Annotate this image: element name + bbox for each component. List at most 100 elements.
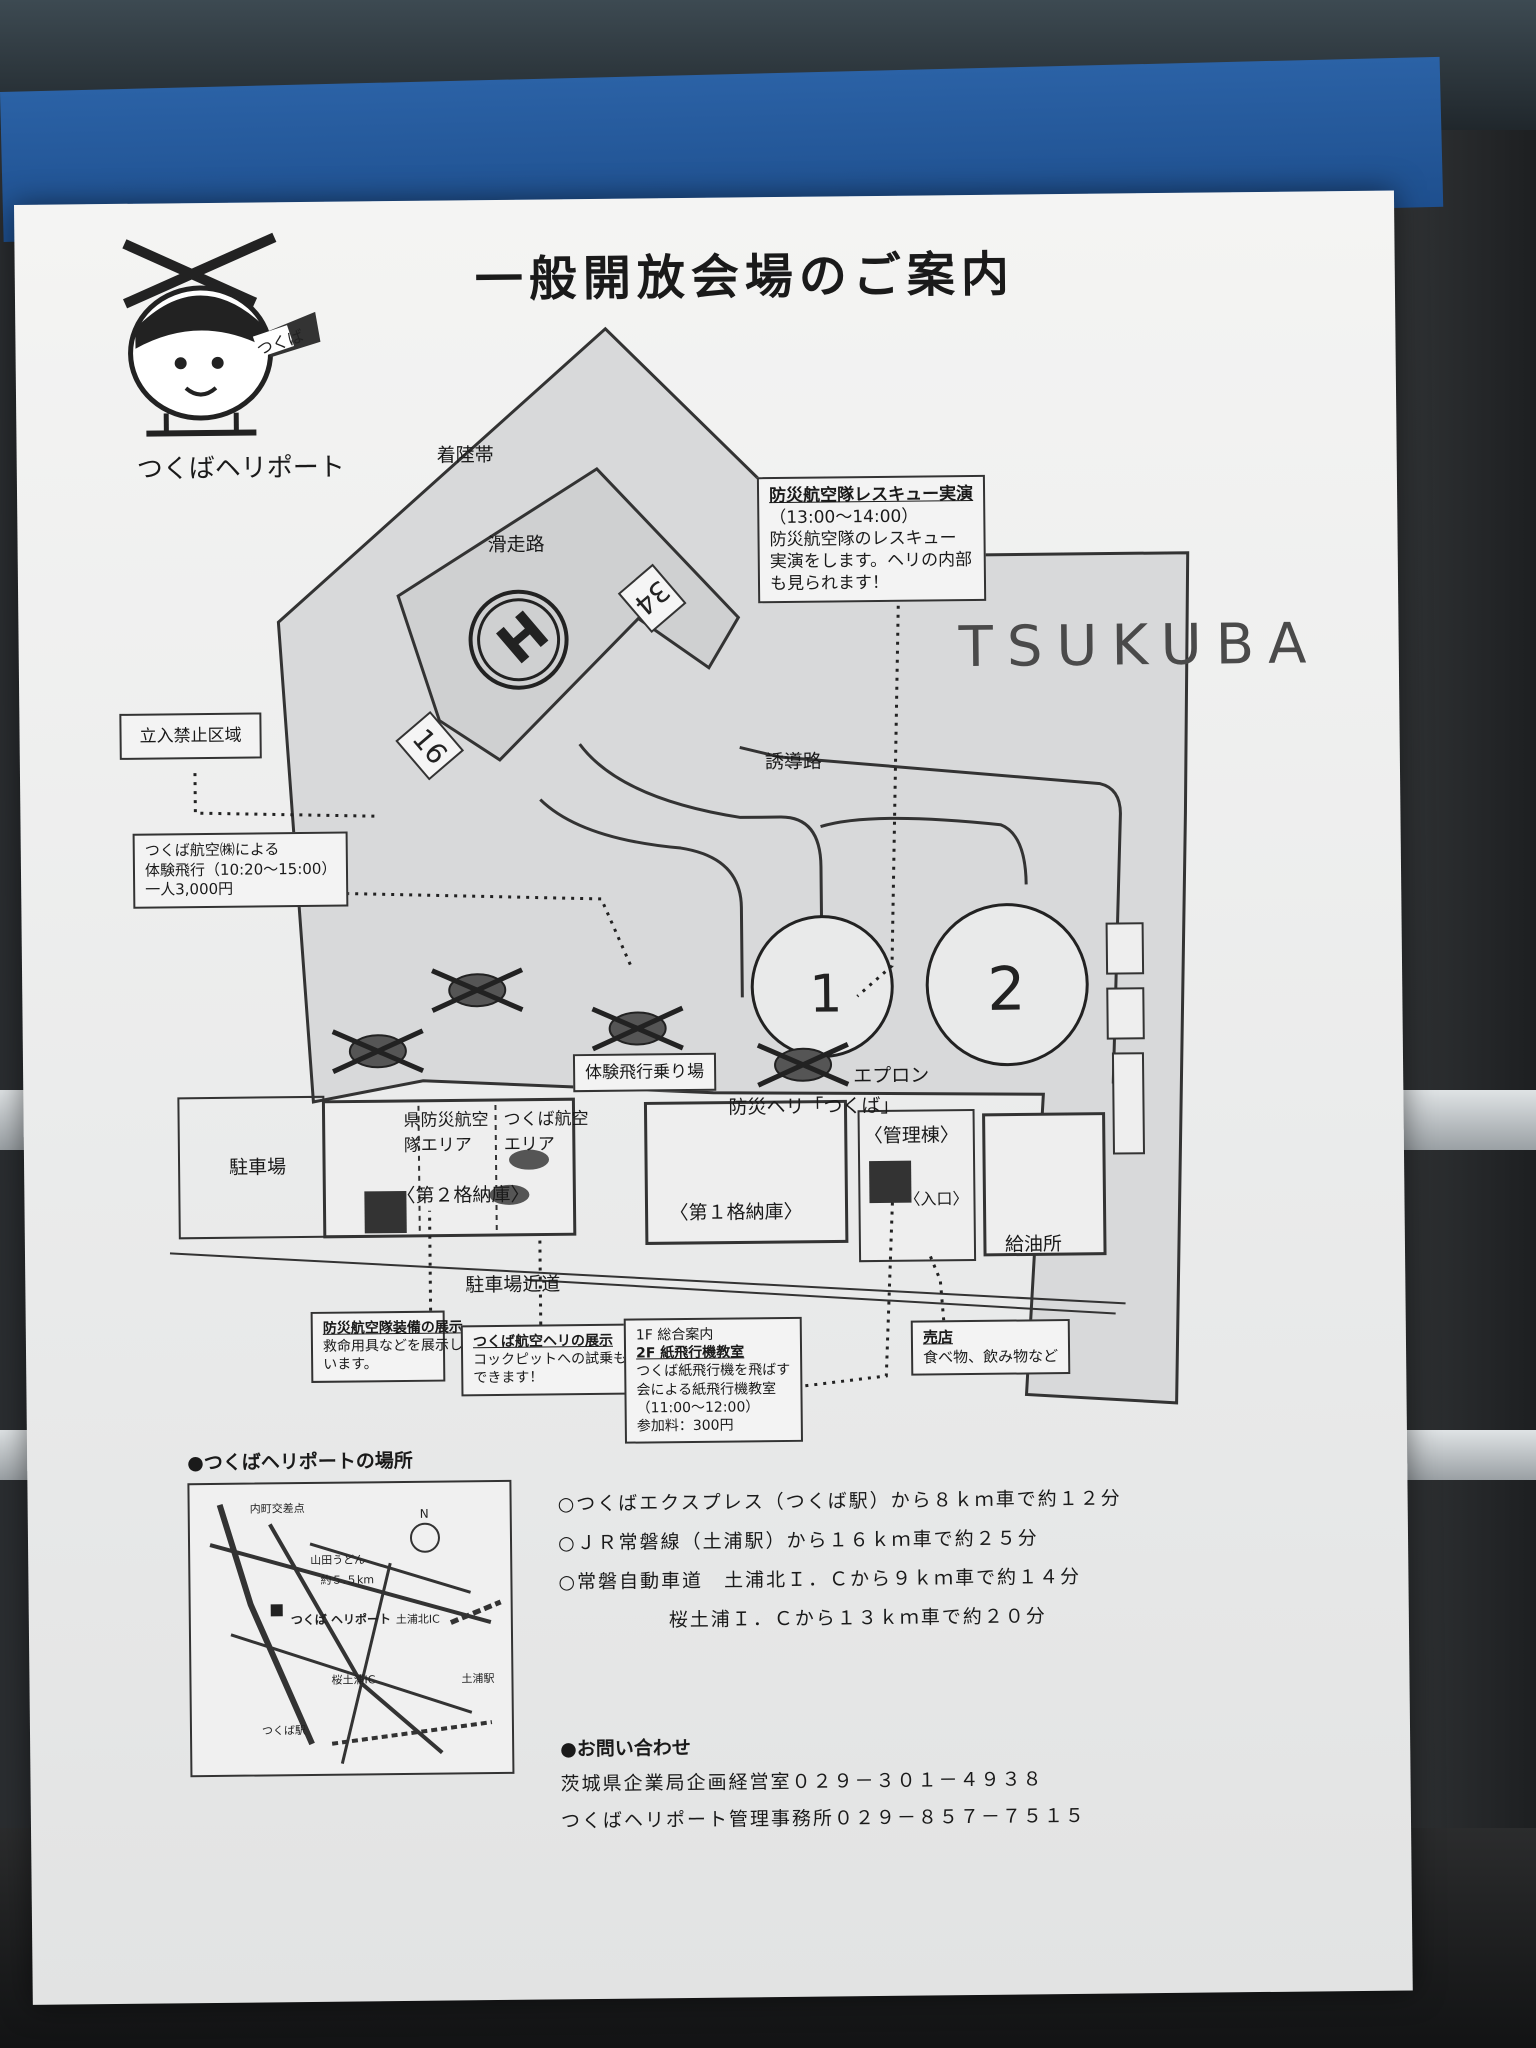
restricted-label: 立入禁止区域 bbox=[139, 725, 242, 747]
route-from: 桜土浦Ｉ．Ｃから bbox=[668, 1607, 837, 1632]
contact-row: つくばヘリポート管理事務所 ０２９－８５７－７５１５ bbox=[560, 1802, 1086, 1833]
route-time: 車で約２０分 bbox=[920, 1605, 1047, 1629]
helicopter-icons bbox=[331, 967, 850, 1088]
route-row: ○常磐自動車道 土浦北Ｉ．Ｃから ９ｋｍ 車で約１４分 bbox=[558, 1563, 1081, 1595]
contact-row: 茨城県企業局企画経営室 ０２９－３０１－４９３８ bbox=[560, 1765, 1043, 1796]
helipad-circle bbox=[468, 589, 569, 690]
heli-exhibit-line2: できます！ bbox=[473, 1369, 544, 1387]
map-label-uchimachi: 内町交差点 bbox=[250, 1501, 305, 1516]
flight-line2: 体験飛行（10:20～15:00） bbox=[144, 859, 337, 880]
heli-tsukuba-label: 防災ヘリ「つくば」 bbox=[728, 1094, 900, 1119]
admin-label: 〈管理棟〉 bbox=[863, 1124, 959, 1148]
admin-time: （11:00～12:00） bbox=[636, 1399, 760, 1417]
runway-34-box bbox=[617, 563, 687, 634]
map-label-tsuchiura-kita: 土浦北IC bbox=[396, 1613, 440, 1626]
flight-experience-box: つくば航空㈱による 体験飛行（10:20～15:00） 一人3,000円 bbox=[132, 831, 349, 909]
hangar-1-label: 〈第１格納庫〉 bbox=[669, 1200, 803, 1225]
route-row: 桜土浦Ｉ．Ｃから １３ｋｍ 車で約２０分 bbox=[559, 1602, 1047, 1634]
equipment-head: 防災航空隊装備の展示 bbox=[322, 1319, 463, 1337]
contact-tel: ０２９－３０１－４９３８ bbox=[791, 1768, 1044, 1793]
route-from: ○常磐自動車道 土浦北Ｉ．Ｃから bbox=[558, 1567, 893, 1594]
heli-exhibit-box: つくば航空ヘリの展示 コックピットへの試乗も できます！ bbox=[460, 1323, 640, 1396]
map-label-heliport: つくば ヘリポート bbox=[291, 1611, 391, 1627]
spot-2-circle bbox=[925, 903, 1089, 1067]
pointer-lines bbox=[193, 605, 946, 1389]
route-time: 車で約１２分 bbox=[995, 1487, 1122, 1511]
contact-tel: ０２９－８５７－７５１５ bbox=[833, 1804, 1087, 1830]
heli-exhibit-line1: コックピットへの試乗も bbox=[473, 1350, 628, 1369]
rescue-line1: 防災航空隊のレスキュー bbox=[769, 528, 957, 551]
route-row: ○ＪＲ常磐線（土浦駅）から １６ｋｍ 車で約２５分 bbox=[557, 1524, 1039, 1556]
route-time: 車で約２５分 bbox=[912, 1527, 1039, 1551]
toilet-icon bbox=[364, 1190, 407, 1234]
equipment-exhibit-box: 防災航空隊装備の展示 救命用具などを展示して います。 bbox=[310, 1310, 477, 1383]
admin-info-box: 1F 総合案内 2F 紙飛行機教室 つくば紙飛行機を飛ばす 会による紙飛行機教室… bbox=[623, 1316, 803, 1444]
flight-line1: つくば航空㈱による bbox=[144, 840, 280, 860]
admin-f1: 1F 総合案内 bbox=[635, 1326, 714, 1344]
rescue-time: （13:00～14:00） bbox=[769, 506, 919, 529]
heliport-marker-icon bbox=[270, 1604, 283, 1617]
equipment-line2: います。 bbox=[323, 1356, 378, 1374]
route-from: ○つくばエクスプレス（つくば駅）から bbox=[557, 1489, 933, 1516]
runway-label: 滑走路 bbox=[487, 533, 545, 557]
admin-f2-head: 2F 紙飛行機教室 bbox=[635, 1344, 745, 1362]
map-label-tsuchiura-eki: 土浦駅 bbox=[461, 1672, 494, 1685]
admin-block bbox=[857, 1108, 977, 1263]
map-label-sakura: 桜土浦IC bbox=[331, 1672, 375, 1686]
north-label: N bbox=[420, 1507, 429, 1521]
route-list: ○つくばエクスプレス（つくば駅）から ８ｋｍ 車で約１２分 ○ＪＲ常磐線（土浦駅… bbox=[557, 1485, 1122, 1634]
pref-area-label: 県防災航空 隊エリア bbox=[403, 1110, 489, 1156]
taxiway-label: 誘導路 bbox=[764, 750, 823, 774]
landing-zone-label: 着陸帯 bbox=[436, 443, 494, 467]
route-row: ○つくばエクスプレス（つくば駅）から ８ｋｍ 車で約１２分 bbox=[557, 1485, 1122, 1517]
entrance-label: 〈入口〉 bbox=[904, 1189, 969, 1209]
helicopter-mascot-logo: つくば bbox=[122, 232, 321, 437]
heli-exhibit-head: つくば航空ヘリの展示 bbox=[472, 1332, 614, 1351]
location-map-box: N 内町交差点 山田うどん 約５.５km つくば ヘリポート 土浦北IC 土浦駅… bbox=[187, 1479, 515, 1778]
compass-icon bbox=[409, 1522, 440, 1553]
admin-fee: 参加料：300円 bbox=[636, 1417, 734, 1435]
fuel-block bbox=[982, 1112, 1107, 1257]
admin-line2: 会による紙飛行機教室 bbox=[636, 1380, 777, 1399]
route-distance: １６ｋｍ bbox=[828, 1528, 913, 1552]
route-time: 車で約１４分 bbox=[954, 1565, 1082, 1590]
rescue-line3: も見られます！ bbox=[769, 573, 890, 595]
shop-box: 売店 食べ物、飲み物など bbox=[910, 1319, 1071, 1376]
apron-label: エプロン bbox=[853, 1064, 930, 1088]
route-distance: ８ｋｍ bbox=[932, 1488, 996, 1512]
map-label-tsukuba-eki: つくば駅 bbox=[262, 1724, 306, 1737]
boarding-box: 体験飛行乗り場 bbox=[572, 1052, 717, 1093]
contact-org: 茨城県企業局企画経営室 bbox=[560, 1770, 792, 1796]
poster: 一般開放会場のご案内 つくば つくばヘリポート H 34 16 bbox=[14, 190, 1413, 2005]
route-from: ○ＪＲ常磐線（土浦駅）から bbox=[557, 1529, 829, 1555]
tsukuba-area-label: つくば航空 エリア bbox=[503, 1109, 589, 1155]
admin-line1: つくば紙飛行機を飛ばす bbox=[636, 1362, 791, 1380]
route-distance: １３ｋｍ bbox=[836, 1606, 921, 1630]
contact-heading: ●お問い合わせ bbox=[560, 1736, 691, 1761]
hangar-1-block bbox=[643, 1099, 849, 1245]
restricted-area-box: 立入禁止区域 bbox=[119, 712, 262, 761]
rescue-demo-box: 防災航空隊レスキュー実演 （13:00～14:00） 防災航空隊のレスキュー 実… bbox=[756, 474, 987, 604]
route-distance: ９ｋｍ bbox=[891, 1567, 956, 1590]
shop-head: 売店 bbox=[922, 1328, 954, 1347]
parking-label: 駐車場 bbox=[228, 1156, 287, 1179]
runway-area bbox=[396, 466, 741, 762]
equipment-line1: 救命用具などを展示して bbox=[322, 1337, 477, 1356]
hangar-2-label: 〈第２格納庫〉 bbox=[396, 1183, 530, 1208]
rescue-line2: 実演をします。ヘリの内部 bbox=[769, 550, 973, 573]
location-map: N 内町交差点 山田うどん 約５.５km つくば ヘリポート 土浦北IC 土浦駅… bbox=[209, 1501, 502, 1764]
map-label-yamada: 山田うどん bbox=[310, 1553, 365, 1567]
shop-line1: 食べ物、飲み物など bbox=[923, 1346, 1059, 1367]
spot-1-label: 1 bbox=[809, 964, 843, 1024]
contact-list: 茨城県企業局企画経営室 ０２９－３０１－４９３８ つくばヘリポート管理事務所 ０… bbox=[560, 1765, 1086, 1833]
toilet-icon bbox=[869, 1160, 912, 1204]
parking-road-label: 駐車場近道 bbox=[465, 1273, 561, 1297]
boarding-label: 体験飛行乗り場 bbox=[585, 1061, 705, 1084]
taxiway-line bbox=[578, 743, 825, 1017]
contact-org: つくばヘリポート管理事務所 bbox=[560, 1807, 835, 1833]
flight-line3: 一人3,000円 bbox=[145, 879, 234, 899]
runway-paint-text: TSUKUBA bbox=[958, 611, 1321, 681]
location-heading: ●つくばヘリポートの場所 bbox=[187, 1449, 413, 1475]
fuel-label: 給油所 bbox=[1004, 1233, 1063, 1256]
rescue-head: 防災航空隊レスキュー実演 bbox=[768, 483, 974, 507]
